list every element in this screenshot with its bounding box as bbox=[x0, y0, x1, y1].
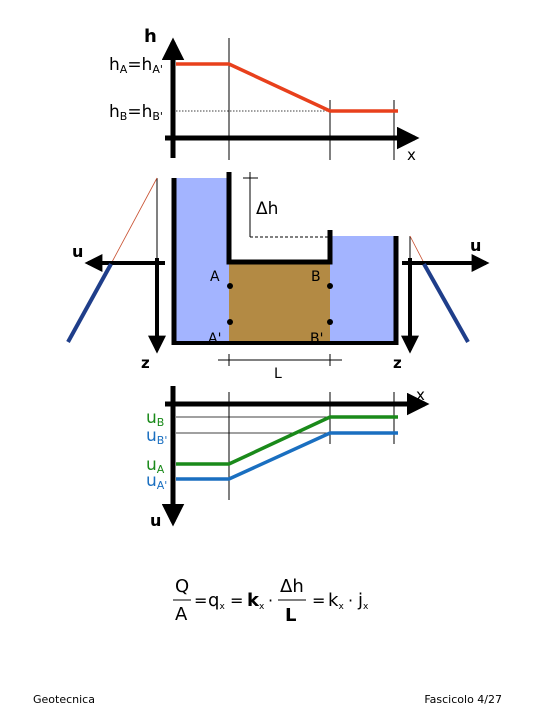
label-uA2: uA' bbox=[146, 471, 167, 492]
footer-page-number: Fascicolo 4/27 bbox=[424, 693, 502, 706]
soil-sample bbox=[229, 262, 330, 342]
pressure-plot: x u uB uB' uA uA' bbox=[146, 386, 430, 530]
length-label: L bbox=[274, 366, 282, 382]
formula-kx1: kx bbox=[247, 590, 265, 612]
red-ref-left bbox=[111, 177, 158, 263]
piezometer-right bbox=[422, 263, 470, 343]
formula-kx2: kx bbox=[328, 590, 344, 612]
u-plot-y-label: u bbox=[150, 511, 161, 530]
label-hA: hA=hA' bbox=[109, 55, 163, 76]
point-A-dot bbox=[227, 283, 233, 289]
formula-eq1: = bbox=[194, 591, 207, 610]
formula-Q: Q bbox=[175, 576, 189, 597]
point-A2-label: A' bbox=[208, 331, 221, 347]
formula-eq3: = bbox=[312, 591, 325, 610]
head-axis-label: h bbox=[144, 26, 157, 47]
uA2-uB2-line bbox=[176, 431, 398, 481]
water-right-column bbox=[330, 236, 396, 342]
formula-jx: jx bbox=[357, 590, 369, 612]
point-B-dot bbox=[327, 283, 333, 289]
point-B2-dot bbox=[327, 319, 333, 325]
label-uB: uB bbox=[146, 408, 164, 429]
water-left-column bbox=[174, 178, 229, 342]
piezometer-left bbox=[66, 263, 113, 343]
label-hB: hB=hB' bbox=[109, 102, 163, 123]
label-uB2: uB' bbox=[146, 426, 167, 447]
head-x-label: x bbox=[407, 146, 416, 164]
permeameter: Δh A B A' B' L u z u z bbox=[66, 172, 490, 382]
formula-dh: Δh bbox=[280, 576, 304, 597]
u-plot-x-label: x bbox=[416, 386, 425, 404]
formula-eq2: = bbox=[230, 591, 243, 610]
darcy-formula: Q A = qx = kx · Δh L = kx · jx bbox=[173, 576, 369, 626]
z-axis-right-label: z bbox=[393, 354, 402, 372]
z-axis-left-label: z bbox=[141, 354, 150, 372]
point-B-label: B bbox=[311, 269, 321, 285]
point-A2-dot bbox=[227, 319, 233, 325]
uA-uB-line bbox=[176, 415, 398, 466]
formula-dot2: · bbox=[348, 591, 353, 610]
u-axis-right-label: u bbox=[470, 236, 481, 255]
head-plot: h hA=hA' hB=hB' x bbox=[109, 26, 420, 164]
formula-dot1: · bbox=[268, 591, 273, 610]
head-line bbox=[176, 62, 398, 113]
divider-left bbox=[226, 172, 333, 265]
delta-h-label: Δh bbox=[256, 199, 278, 219]
formula-qx: qx bbox=[208, 590, 225, 612]
footer-course-title: Geotecnica bbox=[33, 693, 95, 706]
label-uA: uA bbox=[146, 455, 165, 476]
point-B2-label: B' bbox=[310, 331, 323, 347]
u-axis-left-label: u bbox=[72, 242, 83, 261]
formula-A: A bbox=[175, 604, 188, 625]
formula-L: L bbox=[285, 605, 296, 626]
point-A-label: A bbox=[210, 269, 220, 285]
red-ref-right bbox=[409, 235, 425, 264]
